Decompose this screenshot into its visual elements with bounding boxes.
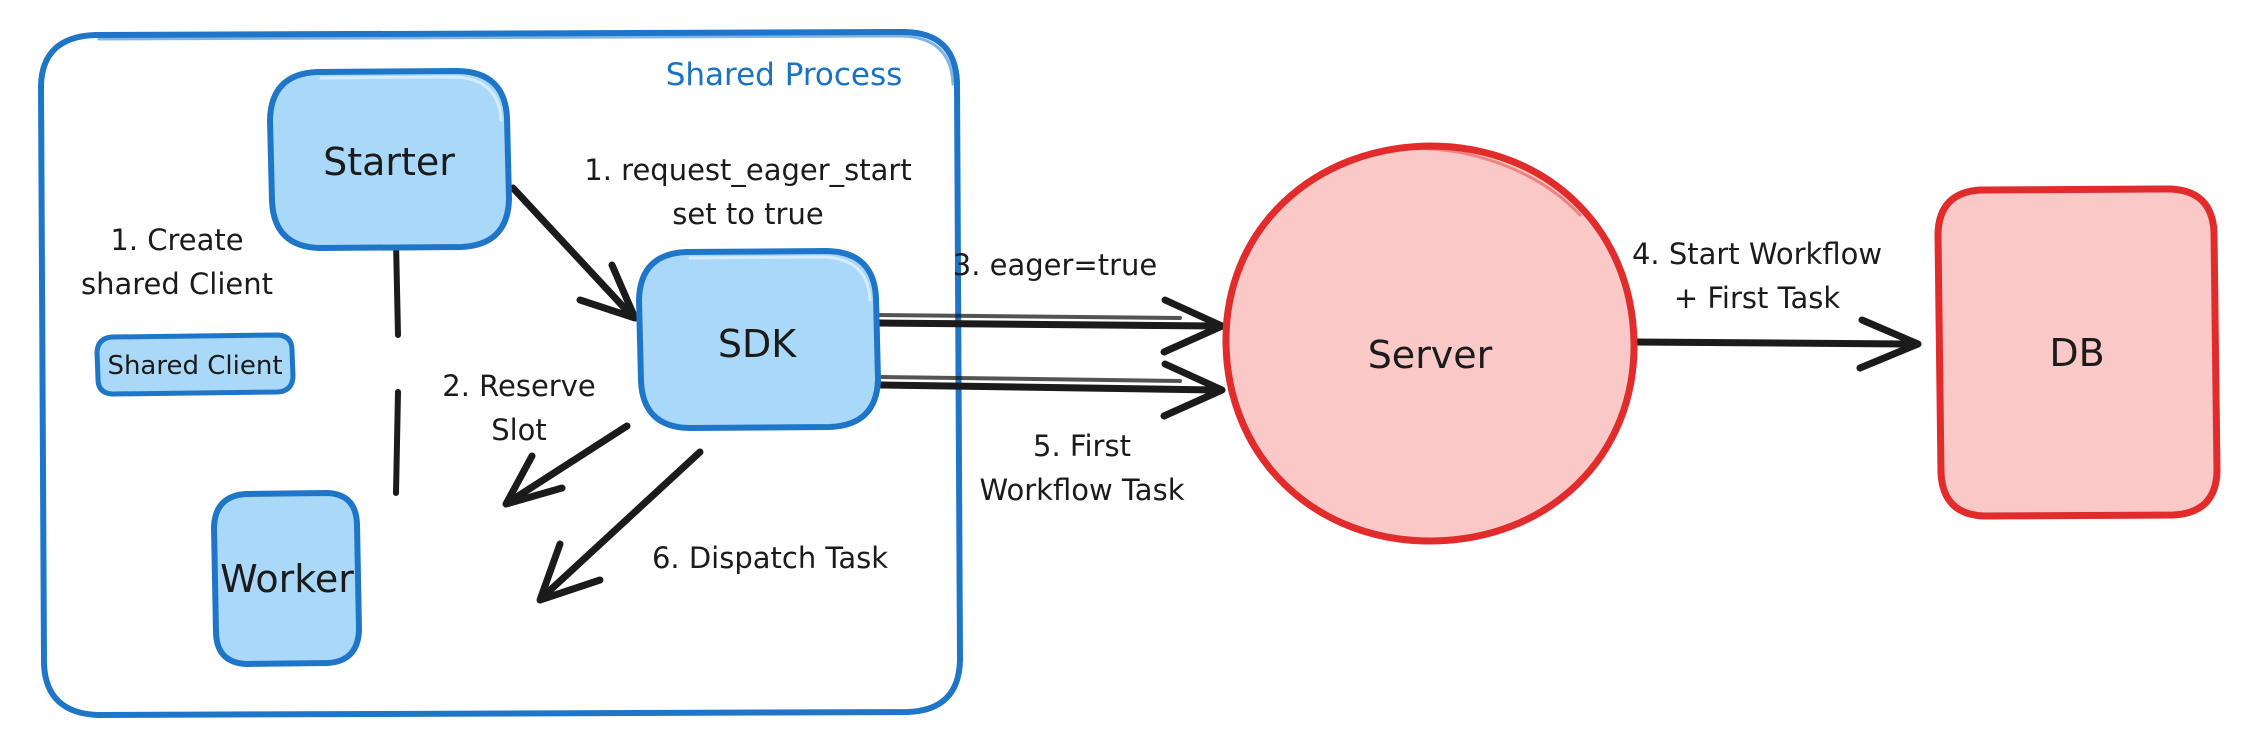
edge-start-workflow-first-task: 4. Start Workflow + First Task xyxy=(1631,237,1922,372)
node-worker-shape[interactable] xyxy=(211,490,362,667)
node-server-shape[interactable] xyxy=(1222,142,1638,545)
node-server[interactable]: Server xyxy=(1222,142,1638,545)
node-sdk-shape[interactable] xyxy=(636,248,881,431)
edge-label-start-workflow-line1: 4. Start Workflow xyxy=(1632,237,1882,271)
edge-label-request-eager-start-line2: set to true xyxy=(672,197,823,231)
edge-label-reserve-slot-line1: 2. Reserve xyxy=(442,369,595,403)
arrow-server-to-db-head xyxy=(1856,316,1922,372)
arrow-sdk-to-worker-reserve xyxy=(508,422,631,504)
edge-eager-true: 3. eager=true xyxy=(874,248,1226,356)
edge-label-first-workflow-task-line1: 5. First xyxy=(1033,429,1131,463)
shared-process-border-sketch xyxy=(97,34,955,86)
node-starter-sketch xyxy=(319,75,503,122)
starter-to-sharedclient-line xyxy=(393,239,401,338)
arrow-server-to-sdk xyxy=(876,381,1220,394)
node-server-sketch xyxy=(1396,146,1582,217)
edge-dispatch-task: 6. Dispatch Task xyxy=(536,448,888,604)
arrow-sdk-to-server xyxy=(874,319,1220,330)
node-db[interactable]: DB xyxy=(1934,185,2221,520)
node-worker[interactable]: Worker xyxy=(211,331,362,667)
edge-label-dispatch-task: 6. Dispatch Task xyxy=(652,541,888,575)
arrow-sdk-to-worker-dispatch-head xyxy=(536,540,604,604)
arrow-starter-to-sdk xyxy=(509,184,634,318)
node-shared-client[interactable]: Shared Client xyxy=(94,332,296,397)
edge-label-first-workflow-task-line2: Workflow Task xyxy=(980,473,1185,507)
arrow-sdk-to-worker-dispatch xyxy=(542,448,704,598)
edge-label-create-shared-client-line1: 1. Create xyxy=(110,223,243,257)
node-shared-client-label: Shared Client xyxy=(107,351,282,381)
arrow-sdk-to-worker-reserve-head xyxy=(502,452,566,508)
arrow-sdk-to-server-sketch xyxy=(878,313,1182,320)
arrow-server-to-sdk-head xyxy=(1160,360,1226,420)
edge-first-workflow-task: 5. First Workflow Task xyxy=(876,360,1226,507)
edge-reserve-slot: 2. Reserve Slot xyxy=(442,369,631,508)
node-sdk-sketch xyxy=(688,255,872,302)
edge-label-start-workflow-line2: + First Task xyxy=(1674,281,1841,315)
node-sdk[interactable]: SDK xyxy=(636,248,881,431)
node-sdk-label: SDK xyxy=(718,322,797,366)
edge-request-eager-start: 1. request_eager_start set to true xyxy=(509,153,912,322)
node-shared-client-shape[interactable] xyxy=(94,332,296,397)
shared-process-border xyxy=(38,29,963,718)
edge-label-request-eager-start-line1: 1. request_eager_start xyxy=(584,153,911,187)
arrow-starter-to-sdk-head xyxy=(576,261,639,322)
arrow-server-to-sdk-sketch xyxy=(880,375,1182,383)
node-starter-label: Starter xyxy=(323,140,455,184)
node-db-label: DB xyxy=(2049,331,2104,375)
edge-label-create-shared-client-line2: shared Client xyxy=(81,267,273,301)
sharedclient-to-worker-line xyxy=(393,389,401,496)
node-starter-shape[interactable] xyxy=(267,68,512,251)
shared-process-group: Shared Process xyxy=(38,29,963,718)
node-db-shape[interactable] xyxy=(1934,185,2221,520)
edge-create-shared-client: 1. Create shared Client xyxy=(81,223,401,496)
node-worker-label: Worker xyxy=(220,557,354,601)
arrow-sdk-to-server-head xyxy=(1160,296,1226,356)
shared-process-label: Shared Process xyxy=(666,57,903,93)
node-server-label: Server xyxy=(1368,333,1493,377)
node-starter[interactable]: Starter xyxy=(267,68,512,251)
edge-label-eager-true: 3. eager=true xyxy=(953,248,1158,282)
edge-label-reserve-slot-line2: Slot xyxy=(491,413,547,447)
arrow-server-to-db xyxy=(1631,338,1916,348)
